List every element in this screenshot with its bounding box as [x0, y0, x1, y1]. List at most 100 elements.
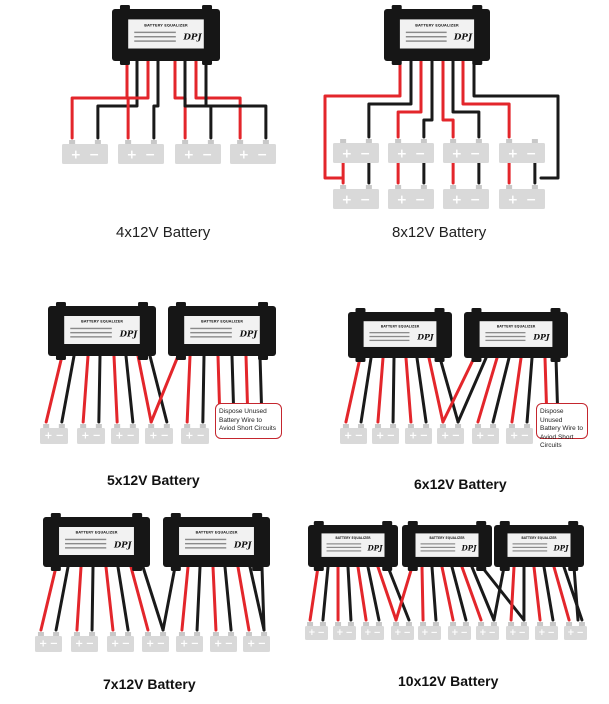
battery-terminal: [408, 424, 414, 428]
battery-minus-label: −: [258, 639, 266, 650]
battery-terminal: [395, 139, 401, 143]
battery-minus-label: −: [196, 431, 204, 442]
battery-plus-label: +: [342, 192, 352, 207]
module-label-fineprint: [185, 543, 226, 544]
battery: +−: [476, 622, 499, 640]
module-label-fineprint: [421, 543, 456, 544]
battery-plus-label: +: [146, 639, 154, 650]
battery-plus-label: +: [538, 628, 545, 638]
battery: +−: [35, 632, 62, 652]
module-label-title: BATTERY EQUALIZER: [144, 23, 188, 28]
module-brand: DPJ: [553, 543, 569, 552]
balance-wire: [114, 356, 117, 422]
battery: +−: [388, 185, 434, 209]
battery-terminal: [366, 185, 372, 189]
balance-wire: [118, 567, 128, 630]
battery-terminal: [263, 140, 269, 144]
battery: +−: [506, 622, 529, 640]
battery-terminal: [421, 139, 427, 143]
battery-terminal: [537, 622, 543, 626]
battery-plus-label: +: [75, 639, 83, 650]
battery: +−: [77, 424, 105, 444]
module-brand: DPJ: [416, 333, 434, 342]
battery-terminal: [151, 140, 157, 144]
module-label-title: BATTERY EQUALIZER: [381, 324, 420, 328]
balance-wire: [429, 358, 443, 422]
module-label-fineprint: [190, 332, 232, 333]
battery: +−: [418, 622, 441, 640]
balance-wire: [126, 356, 133, 422]
balance-wire: [138, 356, 151, 422]
battery-terminal: [246, 632, 252, 636]
balance-wire: [424, 61, 432, 137]
module-label-title: BATTERY EQUALIZER: [497, 324, 536, 328]
balance-wire: [163, 567, 175, 630]
battery-terminal: [440, 424, 446, 428]
battery-terminal: [340, 139, 346, 143]
battery-terminal: [89, 632, 95, 636]
module-label-fineprint: [327, 543, 362, 544]
battery: +−: [107, 632, 134, 652]
battery-terminal: [375, 424, 381, 428]
battery-terminal: [335, 622, 341, 626]
battery: +−: [62, 140, 108, 164]
battery-minus-label: −: [355, 431, 363, 442]
battery-minus-label: −: [403, 628, 410, 638]
battery-plus-label: +: [441, 431, 449, 442]
battery-terminal: [114, 424, 120, 428]
module-label-fineprint: [65, 539, 106, 540]
battery-plus-label: +: [127, 147, 137, 162]
battery: +−: [142, 632, 169, 652]
battery: +−: [437, 424, 464, 444]
module-label-title: BATTERY EQUALIZER: [415, 23, 459, 28]
battery: +−: [333, 139, 379, 163]
module-label-fineprint: [406, 32, 447, 33]
balance-wire: [310, 567, 318, 620]
battery: +−: [340, 424, 367, 444]
module-label-fineprint: [421, 550, 456, 551]
battery-terminal: [348, 622, 354, 626]
battery-terminal: [228, 632, 234, 636]
module-label-fineprint: [327, 547, 362, 548]
battery-terminal: [455, 424, 461, 428]
battery-terminal: [74, 632, 80, 636]
balance-wire: [358, 567, 366, 620]
battery-terminal: [237, 140, 243, 144]
battery-minus-label: −: [488, 628, 495, 638]
balance-wire: [511, 567, 514, 620]
battery-plus-label: +: [508, 146, 518, 161]
battery-plus-label: +: [479, 628, 486, 638]
battery-minus-label: −: [415, 146, 425, 161]
module-label-fineprint: [406, 36, 447, 37]
balance-wire: [83, 356, 88, 422]
module-brand: DPJ: [119, 328, 139, 338]
balance-wire: [225, 567, 231, 630]
balance-wire: [369, 61, 411, 137]
battery-body: [388, 143, 434, 163]
battery: +−: [448, 622, 471, 640]
battery-plus-label: +: [214, 639, 222, 650]
balance-wire: [46, 356, 62, 422]
balance-wire: [417, 358, 426, 422]
battery-minus-label: −: [360, 192, 370, 207]
module-brand: DPJ: [532, 333, 550, 342]
module-brand: DPJ: [113, 539, 133, 549]
battery-plus-label: +: [39, 639, 47, 650]
battery-minus-label: −: [521, 431, 529, 442]
balance-wire: [92, 567, 93, 630]
battery-minus-label: −: [547, 628, 554, 638]
battery-body: [118, 144, 164, 164]
battery-terminal: [110, 632, 116, 636]
battery: +−: [499, 185, 545, 209]
battery-terminal: [532, 185, 538, 189]
module-brand: DPJ: [453, 32, 473, 42]
battery: +−: [361, 622, 384, 640]
battery: +−: [118, 140, 164, 164]
battery-terminal: [53, 632, 59, 636]
battery-plus-label: +: [44, 431, 52, 442]
battery-plus-label: +: [184, 147, 194, 162]
